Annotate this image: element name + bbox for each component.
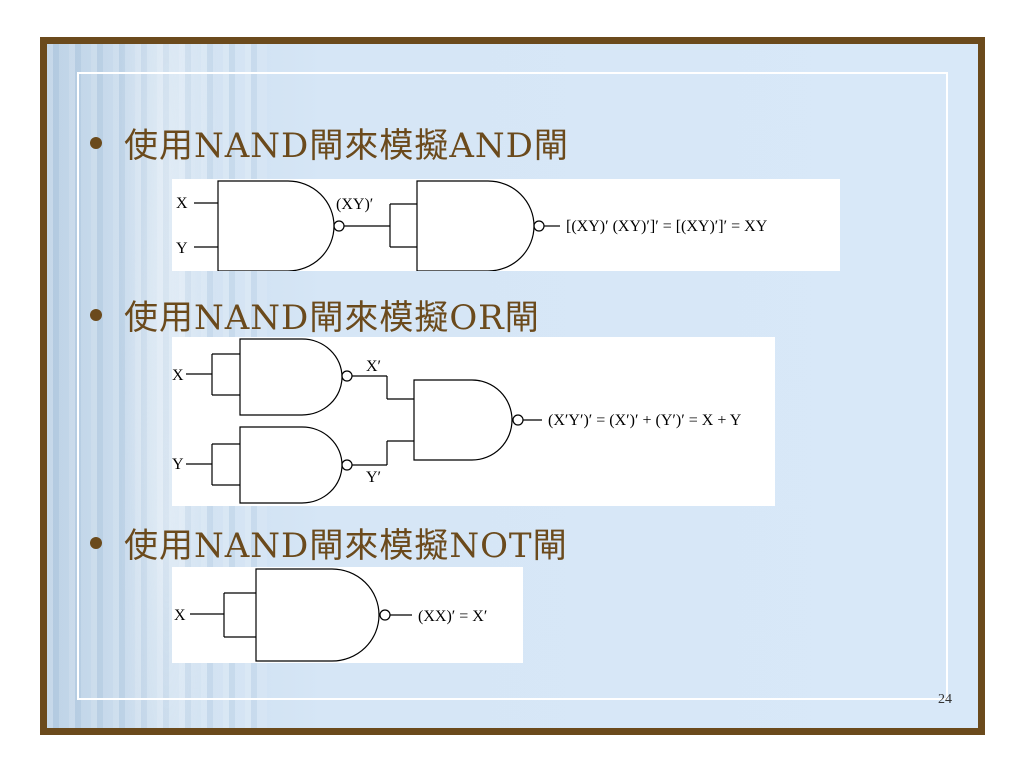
bullet-item-and: 使用NAND閘來模擬AND閘 bbox=[90, 118, 569, 167]
bullet-item-not: 使用NAND閘來模擬NOT閘 bbox=[90, 518, 568, 567]
bullet-text: 使用NAND閘來模擬OR閘 bbox=[124, 298, 540, 338]
bullet-item-or: 使用NAND閘來模擬OR閘 bbox=[90, 290, 540, 339]
and-output-expression: [(XY)′ (XY)′]′ = [(XY)′]′ = XY bbox=[566, 218, 768, 235]
not-output-expression: (XX)′ = X′ bbox=[418, 608, 487, 625]
inner-border bbox=[77, 72, 948, 700]
or-input-x-label: X bbox=[172, 367, 184, 384]
or-y-not-label: Y′ bbox=[366, 469, 381, 486]
bullet-dot bbox=[90, 308, 102, 321]
and-mid-label: (XY)′ bbox=[336, 196, 373, 213]
and-input-x-label: X bbox=[176, 195, 188, 212]
or-x-not-label: X′ bbox=[366, 358, 381, 375]
and-input-y-label: Y bbox=[176, 240, 188, 257]
page-number: 24 bbox=[938, 692, 952, 707]
or-input-y-label: Y bbox=[172, 456, 184, 473]
or-output-expression: (X′Y′)′ = (X′)′ + (Y′)′ = X + Y bbox=[548, 412, 742, 429]
bullet-dot bbox=[90, 136, 102, 149]
or-gate-diagram: X Y X′ Y′ (X′Y′)′ = (X′)′ + (Y′)′ = X + … bbox=[172, 337, 775, 506]
bullet-text: 使用NAND閘來模擬NOT閘 bbox=[124, 526, 568, 566]
bullet-dot bbox=[90, 536, 102, 549]
and-gate-diagram: X Y (XY)′ [(XY)′ (XY)′]′ = [(XY)′]′ = XY bbox=[172, 179, 840, 271]
not-gate-diagram: X (XX)′ = X′ bbox=[172, 567, 523, 663]
bullet-text: 使用NAND閘來模擬AND閘 bbox=[124, 126, 569, 166]
not-input-x-label: X bbox=[174, 607, 186, 624]
